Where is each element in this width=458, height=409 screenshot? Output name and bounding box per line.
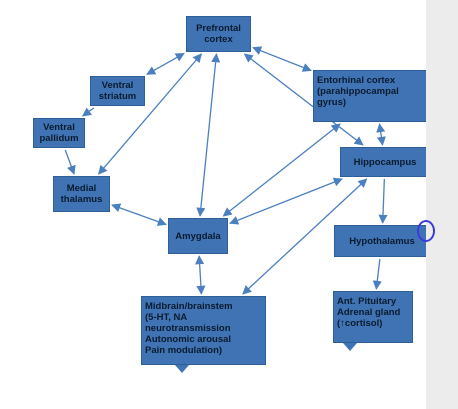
arrow-hippocampus-to-amygdala	[229, 177, 343, 225]
midbrain-callout-tail	[175, 365, 189, 373]
node-medial-thalamus: Medial thalamus	[53, 176, 110, 212]
node-ventral-pallidum: Ventral pallidum	[33, 118, 85, 148]
node-pituitary-adrenal: Ant. Pituitary Adrenal gland (↑cortisol)	[333, 291, 413, 343]
side-panel	[417, 0, 458, 409]
node-prefrontal-cortex: Prefrontal cortex	[186, 16, 251, 52]
node-entorhinal-cortex: Entorhinal cortex (parahippocampal gyrus…	[313, 70, 438, 122]
arrow-hippocampus-to-hypothalamus	[378, 178, 388, 224]
arrow-entorhinal-to-hippocampus	[376, 123, 386, 146]
arrow-amygdala-to-midbrain	[195, 255, 206, 295]
node-hippocampus: Hippocampus	[340, 147, 430, 177]
arrow-prefrontal-to-entorhinal	[252, 46, 312, 72]
arrow-hypothalamus-to-pituitary	[372, 258, 382, 290]
arrow-ventral-striatum-to-ventral-pallidum	[81, 107, 95, 117]
arrow-entorhinal-to-amygdala	[222, 123, 341, 217]
arrow-prefrontal-to-medial-thalamus	[98, 53, 202, 175]
node-ventral-striatum: Ventral striatum	[90, 76, 145, 106]
pituitary-callout-tail	[343, 343, 357, 351]
node-hypothalamus: Hypothalamus	[334, 225, 430, 257]
arrow-prefrontal-to-amygdala	[196, 53, 221, 217]
arrow-ventral-pallidum-to-medial-thalamus	[64, 149, 76, 175]
node-midbrain-brainstem: Midbrain/brainstem (5-HT, NA neurotransm…	[141, 296, 266, 365]
arrow-prefrontal-to-ventral-striatum	[146, 52, 185, 75]
arrow-medial-thalamus-to-amygdala	[111, 203, 167, 226]
edge-marker	[417, 220, 435, 242]
node-amygdala: Amygdala	[168, 218, 228, 254]
